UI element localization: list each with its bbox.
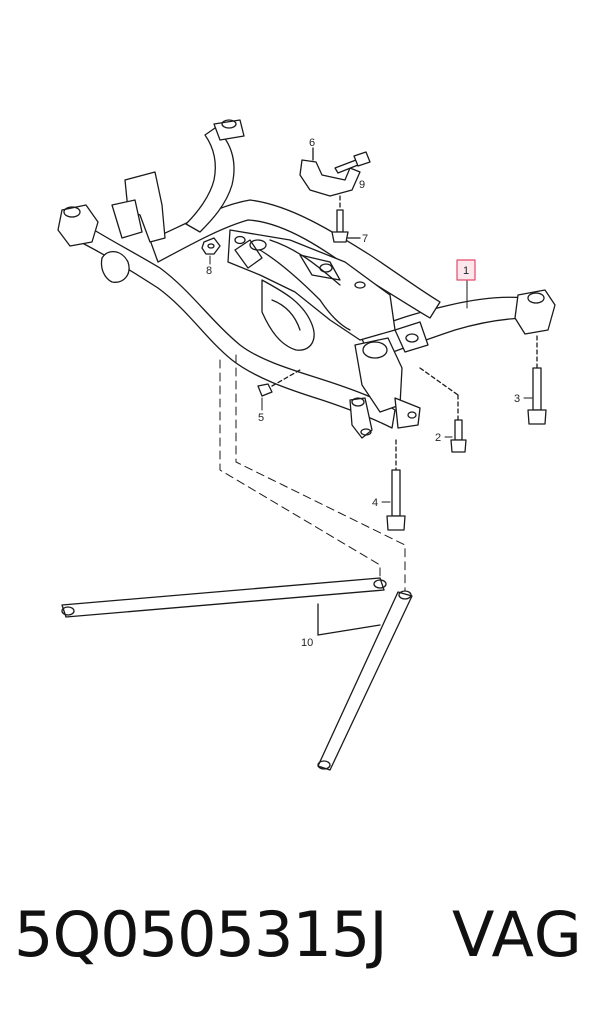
rear-subframe [57,119,556,439]
bolt-part-2 [419,367,467,453]
caption: 5Q0505315J VAG [0,890,600,980]
bolt-part-4 [386,439,406,531]
callout-2: 2 [435,432,441,444]
assembly-lines [219,354,406,591]
bolt-part-5 [257,369,301,397]
callout-7: 7 [362,233,368,245]
bolt-part-3 [527,335,547,425]
callout-9: 9 [359,179,365,191]
brace-part-10 [61,577,413,771]
bracket-part-6 [299,147,361,197]
brand-label: VAG [452,898,583,971]
leader-lines [209,255,533,503]
subframe-exploded-diagram: 1 2 3 4 5 6 7 8 9 10 [57,119,556,771]
bolt-part-9 [334,151,371,174]
part-number-label: 5Q0505315J [14,898,388,971]
callout-8: 8 [206,265,212,277]
bolt-part-7 [331,195,361,243]
callout-10: 10 [301,637,313,649]
callout-1: 1 [463,265,469,277]
nut-part-8 [201,237,221,255]
callout-4: 4 [372,497,378,509]
highlight-box-part-1 [456,259,476,281]
callout-5: 5 [258,412,264,424]
callout-6: 6 [309,137,315,149]
callout-3: 3 [514,393,520,405]
